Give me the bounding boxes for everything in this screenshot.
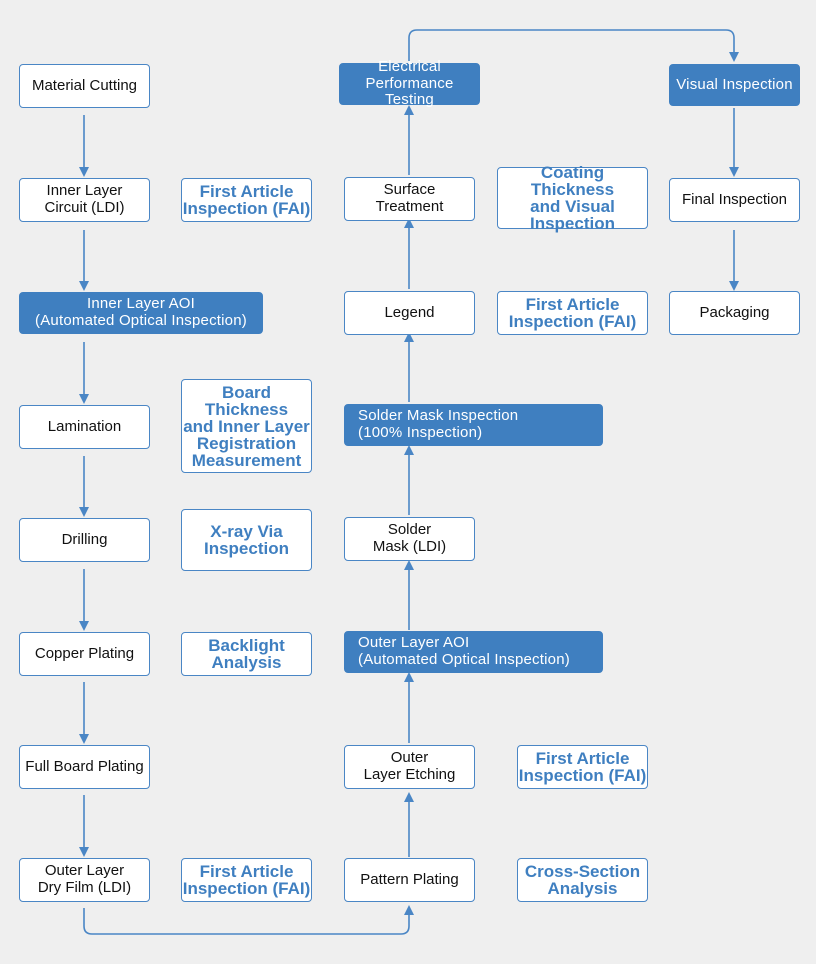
step-material-cutting: Material Cutting [19, 64, 150, 108]
step-final-inspection: Final Inspection [669, 178, 800, 222]
step-solder-mask: Solder Mask (LDI) [344, 517, 475, 561]
qc-fai-outer-etching: First Article Inspection (FAI) [517, 745, 648, 789]
qc-board-thickness: Board Thickness and Inner Layer Registra… [181, 379, 312, 473]
qc-fai-inner-layer: First Article Inspection (FAI) [181, 178, 312, 222]
qc-cross-section: Cross-Section Analysis [517, 858, 648, 902]
arrow-electrical-to-visual [408, 29, 739, 62]
qc-xray-via: X-ray Via Inspection [181, 509, 312, 571]
step-surface-treatment: Surface Treatment [344, 177, 475, 221]
qc-backlight-analysis: Backlight Analysis [181, 632, 312, 676]
step-outer-layer-etching: Outer Layer Etching [344, 745, 475, 789]
step-inner-layer-aoi: Inner Layer AOI (Automated Optical Inspe… [19, 292, 263, 334]
step-packaging: Packaging [669, 291, 800, 335]
step-lamination: Lamination [19, 405, 150, 449]
qc-fai-legend: First Article Inspection (FAI) [497, 291, 648, 335]
step-legend: Legend [344, 291, 475, 335]
step-drilling: Drilling [19, 518, 150, 562]
step-outer-layer-dry-film: Outer Layer Dry Film (LDI) [19, 858, 150, 902]
step-electrical-testing: Electrical Performance Testing [339, 58, 480, 108]
step-visual-inspection: Visual Inspection [669, 64, 800, 106]
step-copper-plating: Copper Plating [19, 632, 150, 676]
arrow-dryfilm-to-pattern [83, 905, 414, 935]
step-outer-layer-aoi: Outer Layer AOI (Automated Optical Inspe… [344, 631, 603, 673]
step-full-board-plating: Full Board Plating [19, 745, 150, 789]
step-solder-mask-inspection: Solder Mask Inspection (100% Inspection) [344, 404, 603, 446]
qc-fai-dry-film: First Article Inspection (FAI) [181, 858, 312, 902]
step-inner-layer-circuit: Inner Layer Circuit (LDI) [19, 178, 150, 222]
step-pattern-plating: Pattern Plating [344, 858, 475, 902]
qc-coating-thickness: Coating Thickness and Visual Inspection [497, 164, 648, 232]
